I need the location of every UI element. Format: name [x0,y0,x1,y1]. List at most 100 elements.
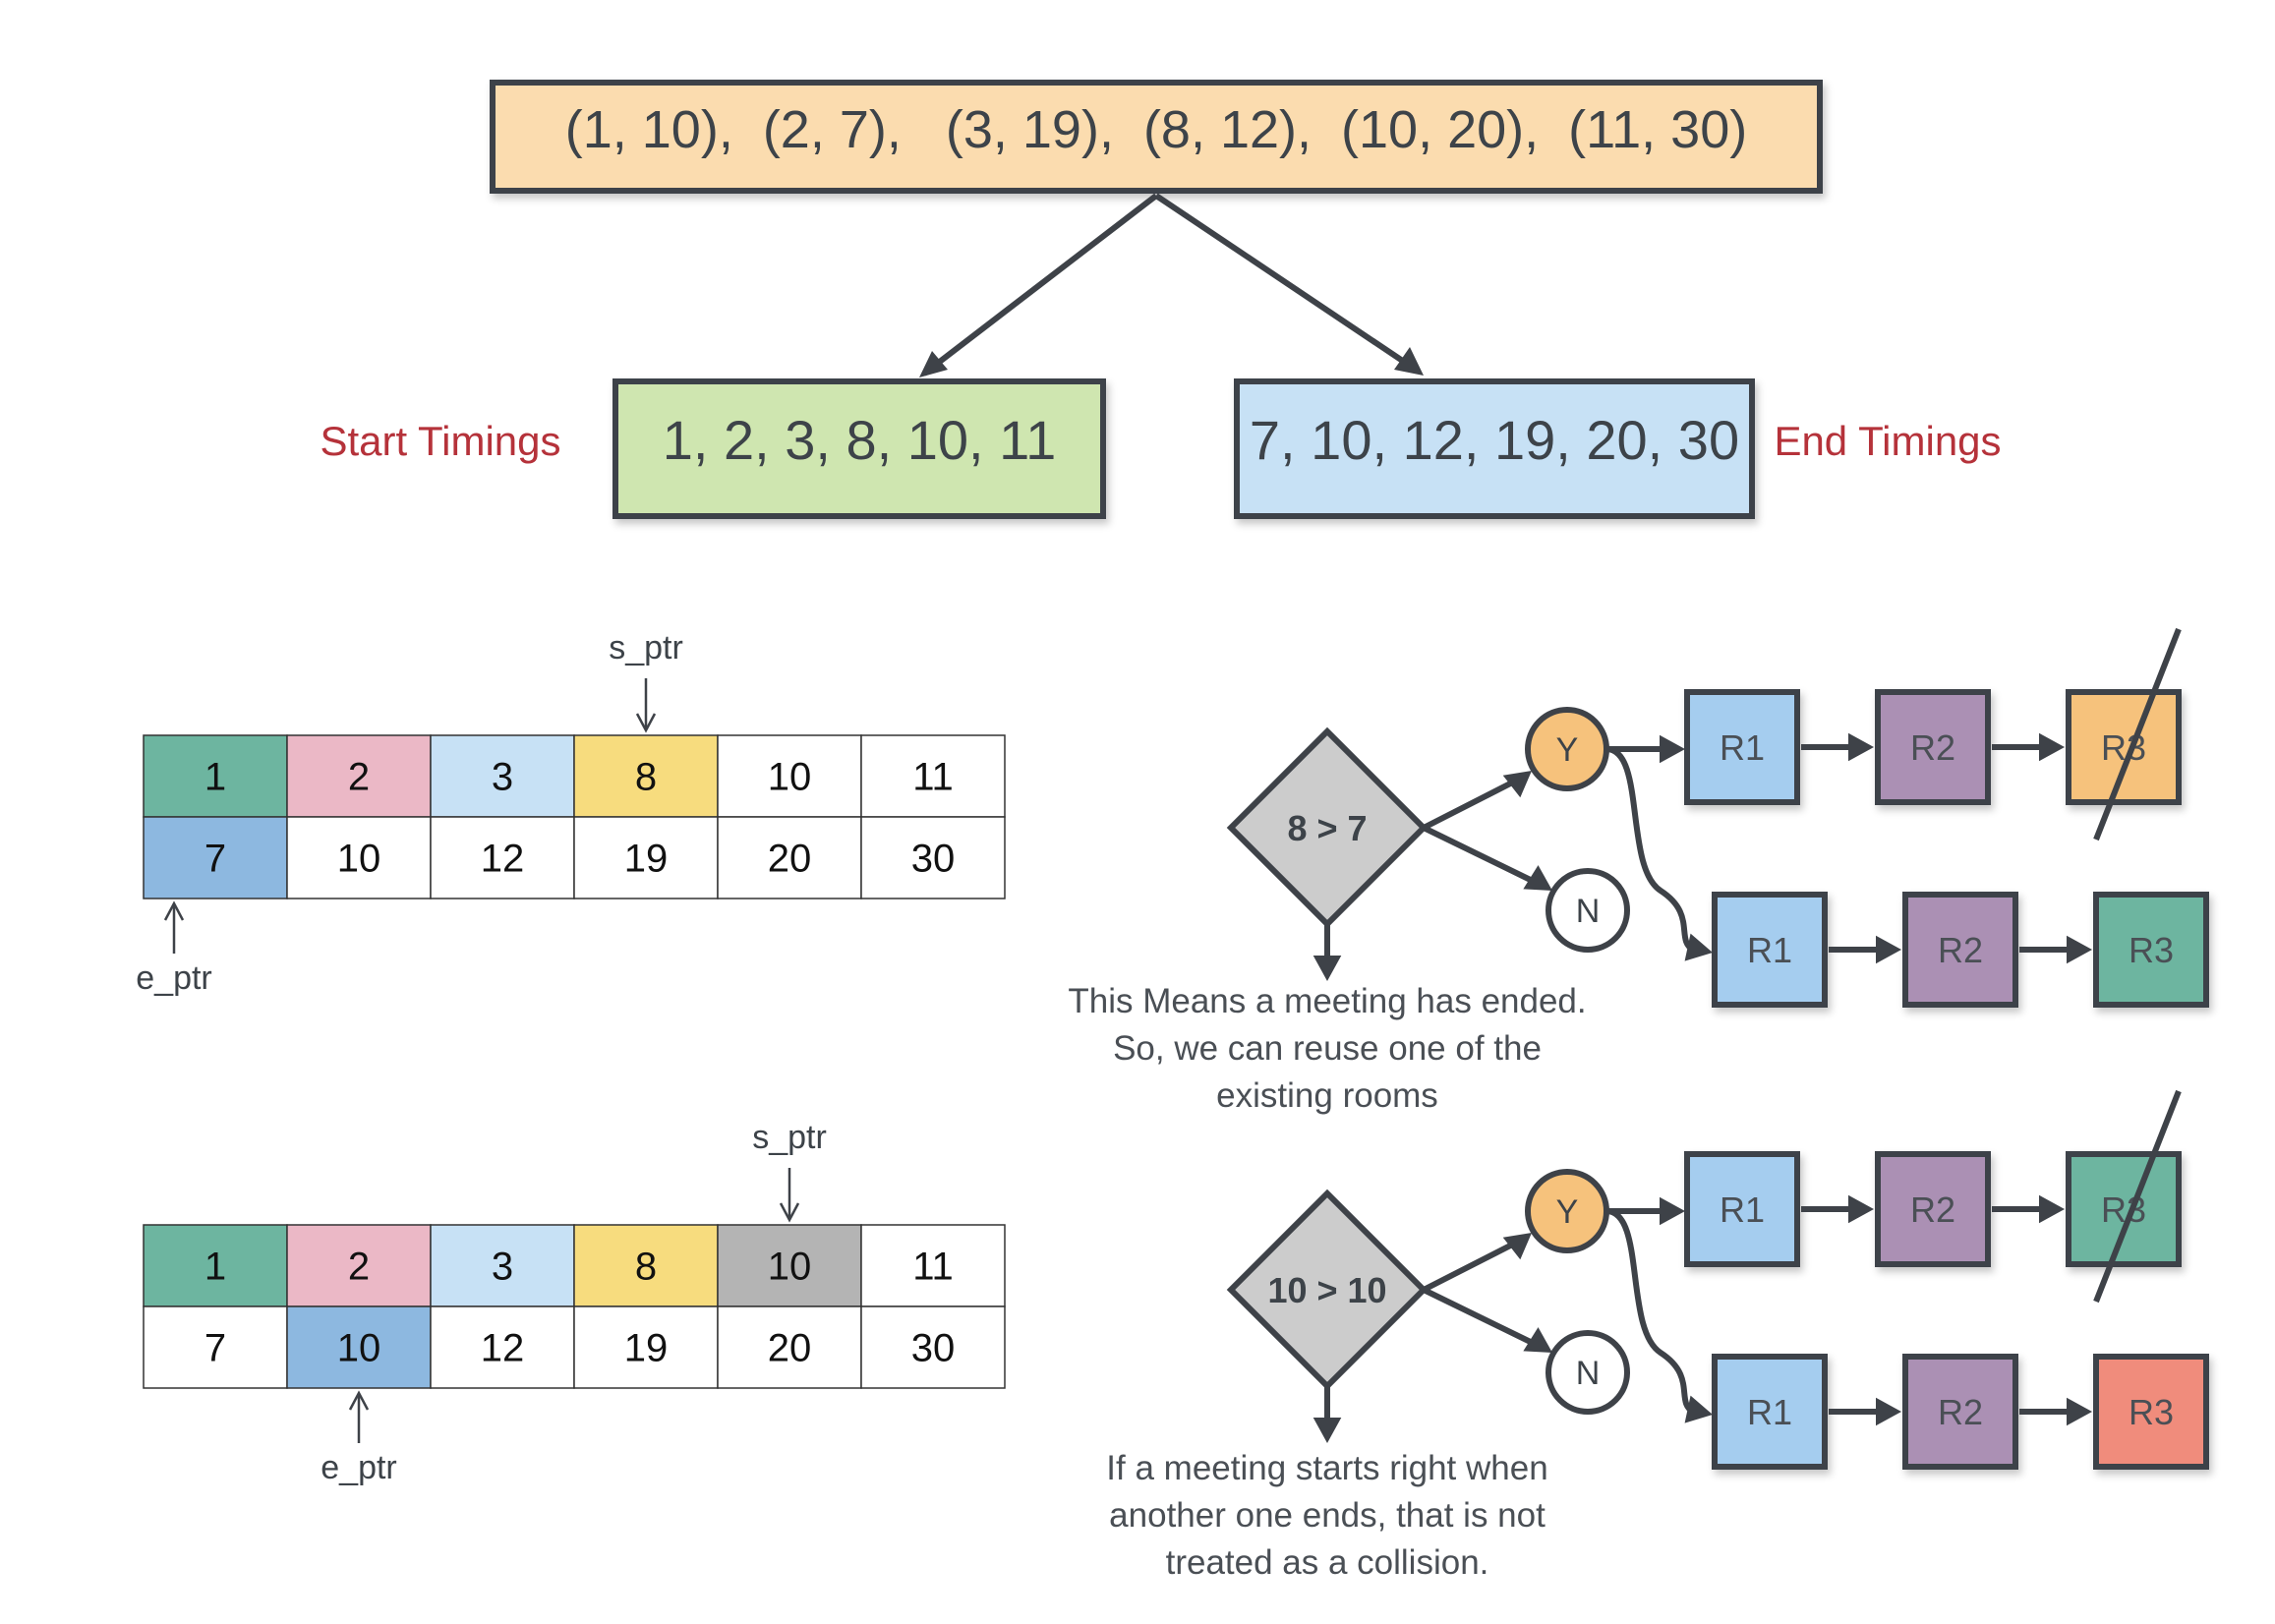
end-timings-label: End Timings [1774,418,2001,464]
end-cell-value: 20 [768,1327,812,1370]
after-room-label: R1 [1747,1392,1792,1432]
after-room-box [1902,1354,2018,1470]
start-cell-value: 8 [635,756,657,799]
arrowhead-start [919,351,948,377]
yes-curve-arrowhead [1684,933,1713,961]
start-cell-value: 10 [768,756,812,799]
e-ptr-arrowhead [163,900,185,921]
end-cell [573,1305,719,1389]
yes-curve-arrowhead [1684,1395,1713,1423]
before-room-label: R2 [1910,727,1955,768]
start-cell [430,1224,575,1307]
before-room-box [1684,1151,1800,1267]
after-room-box [1712,892,1828,1008]
start-cell [286,1224,432,1307]
before-room-box [1875,689,1991,805]
no-node [1546,868,1630,953]
before-room-label: R1 [1720,727,1765,768]
after-room-arrowhead [2067,935,2092,964]
end-cell [860,1305,1006,1389]
s-ptr-label: s_ptr [752,1119,827,1156]
e-ptr-label: e_ptr [321,1449,397,1486]
start-cell [860,734,1006,818]
end-cell-value: 10 [337,838,381,881]
no-label: N [1576,1355,1601,1392]
no-node [1546,1330,1630,1415]
end-cell-value: 30 [911,838,956,881]
start-cell-value: 8 [635,1246,657,1289]
start-cell [143,1224,288,1307]
end-cell-value: 10 [337,1327,381,1370]
end-cell-value: 30 [911,1327,956,1370]
yes-curve-arrow [1605,746,1695,953]
start-cell-value: 11 [912,756,954,799]
before-room-label: R1 [1720,1189,1765,1230]
start-timings-group: Start Timings 1, 2, 3, 8, 10, 11 [320,378,1106,519]
after-room-label: R2 [1938,1392,1983,1432]
note-line: treated as a collision. [1166,1543,1489,1582]
intervals-text: (1, 10), (2, 7), (3, 19), (8, 12), (10, … [565,100,1747,159]
end-cell [717,1305,862,1389]
after-room-box [1902,892,2018,1008]
note-line: If a meeting starts right when [1106,1449,1547,1487]
note-line: existing rooms [1216,1076,1438,1115]
yes-to-room-arrowhead [1660,1196,1685,1226]
split-arrows [919,193,1424,377]
after-room-box [1712,1354,1828,1470]
decision-condition: 10 > 10 [1267,1270,1386,1310]
end-cell-value: 12 [481,1327,525,1370]
intervals-box [490,80,1823,194]
end-cell [860,816,1006,899]
before-room-box [2066,1151,2182,1267]
start-cell [430,734,575,818]
start-cell-value: 1 [204,1246,226,1289]
after-room-arrowhead [2067,1397,2092,1426]
start-cell-value: 3 [492,756,513,799]
before-room-box [2066,689,2182,805]
intervals-group: (1, 10), (2, 7), (3, 19), (8, 12), (10, … [490,80,1823,194]
yes-arrow [1422,1236,1526,1293]
start-cell-value: 11 [912,1246,954,1289]
end-cell-value: 12 [481,838,525,881]
end-cell [430,1305,575,1389]
start-timings-box [612,378,1106,519]
end-cell-value: 19 [624,1327,669,1370]
after-room-arrowhead [1876,935,1901,964]
end-cell-value: 19 [624,838,669,881]
end-cell [573,816,719,899]
before-room-arrowhead [1848,1194,1874,1224]
after-room-box [2093,892,2209,1008]
e-ptr-label: e_ptr [136,959,212,997]
end-timings-box [1234,378,1755,519]
note-line: another one ends, that is not [1109,1496,1546,1535]
strike-line [2093,627,2182,841]
start-cell-value: 2 [348,756,370,799]
down-arrowhead [1312,956,1342,981]
end-cell [717,816,862,899]
after-room-label: R3 [2129,930,2174,970]
end-cell [143,1305,288,1389]
decision-condition: 8 > 7 [1287,808,1367,848]
arrow-to-start-box [922,193,1158,377]
no-arrow [1422,825,1546,890]
start-cell-value: 3 [492,1246,513,1289]
s-ptr-arrowhead [779,1202,800,1223]
yes-curve-arrow [1605,1208,1695,1415]
after-room-label: R2 [1938,930,1983,970]
no-arrowhead [1523,1327,1552,1353]
before-room-box [1684,689,1800,805]
start-cell [860,1224,1006,1307]
end-cell [430,816,575,899]
s-ptr-arrowhead [635,713,657,733]
after-room-arrowhead [1876,1397,1901,1426]
yes-to-room-arrowhead [1660,734,1685,764]
note-line: This Means a meeting has ended. [1068,982,1586,1020]
yes-arrowhead [1502,1233,1532,1260]
start-timings-values: 1, 2, 3, 8, 10, 11 [663,409,1057,471]
